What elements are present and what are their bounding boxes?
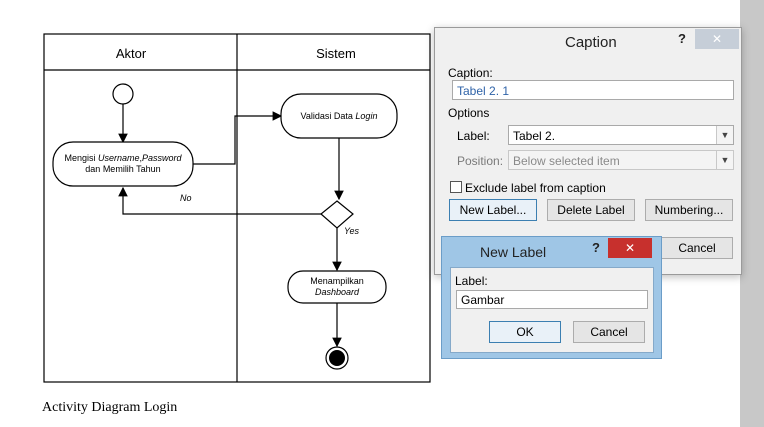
- position-select-value: Below selected item: [513, 154, 620, 168]
- lane-sistem: Sistem: [316, 46, 356, 61]
- label-select-value: Tabel 2.: [513, 129, 556, 143]
- lane-aktor: Aktor: [116, 46, 147, 61]
- yes-label: Yes: [344, 226, 360, 236]
- chevron-down-icon[interactable]: ▼: [716, 151, 733, 169]
- position-select[interactable]: Below selected item ▼: [508, 150, 734, 170]
- start-node: [112, 83, 134, 105]
- new-label-button[interactable]: New Label...: [449, 199, 537, 221]
- options-group-label: Options: [448, 106, 490, 120]
- help-icon[interactable]: ?: [592, 240, 600, 255]
- position-field-label: Position:: [457, 154, 504, 168]
- new-label-cancel-button[interactable]: Cancel: [573, 321, 645, 343]
- svg-text:Menampilkan: Menampilkan: [310, 276, 364, 286]
- new-label-input[interactable]: Gambar: [456, 290, 648, 309]
- svg-text:Mengisi Username,Password: Mengisi Username,Password: [64, 153, 182, 163]
- label-select[interactable]: Tabel 2. ▼: [508, 125, 734, 145]
- exclude-label-checkbox[interactable]: [450, 181, 462, 193]
- caption-field-label: Caption:: [448, 66, 493, 80]
- new-label-field-label: Label:: [455, 274, 488, 288]
- close-icon[interactable]: ✕: [695, 29, 739, 49]
- svg-text:Validasi Data Login: Validasi Data Login: [301, 111, 378, 121]
- close-icon[interactable]: ✕: [608, 238, 652, 258]
- window-edge-scroll-area[interactable]: [740, 0, 764, 427]
- svg-text:dan Memilih Tahun: dan Memilih Tahun: [85, 164, 160, 174]
- new-label-dialog-title: New Label: [480, 244, 547, 260]
- help-icon[interactable]: ?: [678, 31, 686, 46]
- exclude-label-text: Exclude label from caption: [465, 181, 606, 195]
- ok-button[interactable]: OK: [489, 321, 561, 343]
- caption-cancel-button[interactable]: Cancel: [661, 237, 733, 259]
- caption-dialog-title: Caption: [565, 34, 617, 51]
- document-caption: Activity Diagram Login: [42, 400, 178, 415]
- new-label-dialog-body: Label: Gambar OK Cancel: [450, 267, 654, 353]
- caption-input[interactable]: Tabel 2. 1: [452, 80, 734, 100]
- svg-text:Dashboard: Dashboard: [315, 287, 360, 297]
- activity-diagram: Aktor Sistem Mengisi Username,Password d…: [43, 33, 431, 383]
- chevron-down-icon[interactable]: ▼: [716, 126, 733, 144]
- delete-label-button[interactable]: Delete Label: [547, 199, 635, 221]
- caption-dialog: Caption ? ✕ Caption: Tabel 2. 1 Options …: [434, 27, 742, 275]
- decision-node: [320, 200, 354, 229]
- label-field-label: Label:: [457, 129, 490, 143]
- no-label: No: [180, 193, 192, 203]
- new-label-dialog: New Label ? ✕ Label: Gambar OK Cancel: [441, 236, 662, 359]
- numbering-button[interactable]: Numbering...: [645, 199, 733, 221]
